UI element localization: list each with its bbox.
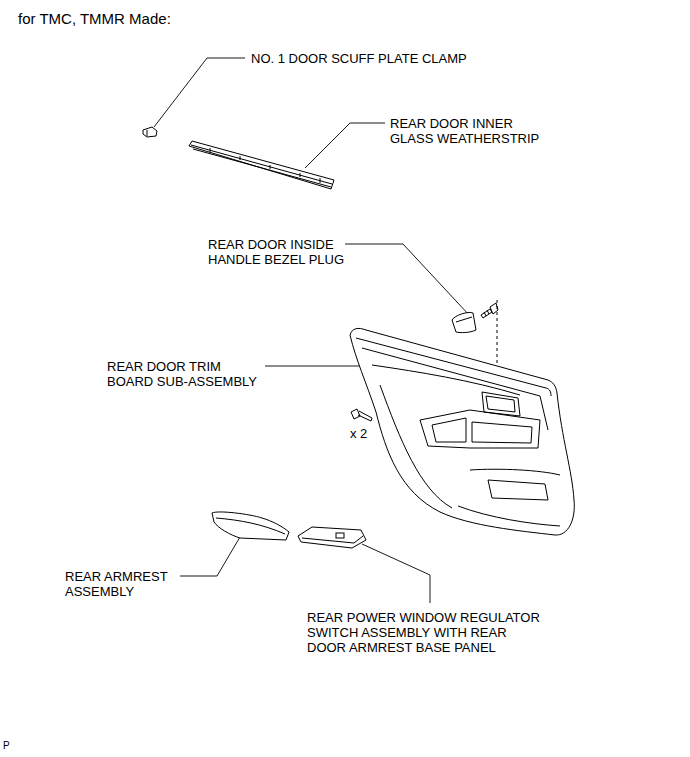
- part-name: REAR ARMREST ASSEMBLY: [65, 569, 169, 599]
- clamp-part: [143, 127, 157, 137]
- part-name: REAR DOOR INNER GLASS WEATHERSTRIP: [390, 116, 541, 146]
- part-name: REAR DOOR TRIM BOARD SUB-ASSEMBLY: [107, 359, 259, 389]
- trim-board-part: [350, 328, 574, 535]
- page-heading: for TMC, TMMR Made:: [18, 10, 171, 28]
- part-name: REAR DOOR INSIDE HANDLE BEZEL PLUG: [208, 237, 346, 267]
- armrest-part: [212, 512, 289, 540]
- part-name: REAR POWER WINDOW REGULATOR SWITCH ASSEM…: [307, 610, 541, 655]
- switch-panel-part: [298, 527, 366, 548]
- weatherstrip-part: [189, 141, 334, 189]
- screw-part: [351, 409, 372, 421]
- part-name: P: [3, 740, 10, 752]
- bezel-plug-part: [452, 312, 476, 332]
- part-name: x 2: [350, 426, 367, 441]
- screw-part: [481, 303, 498, 318]
- part-name: NO. 1 DOOR SCUFF PLATE CLAMP: [251, 51, 467, 66]
